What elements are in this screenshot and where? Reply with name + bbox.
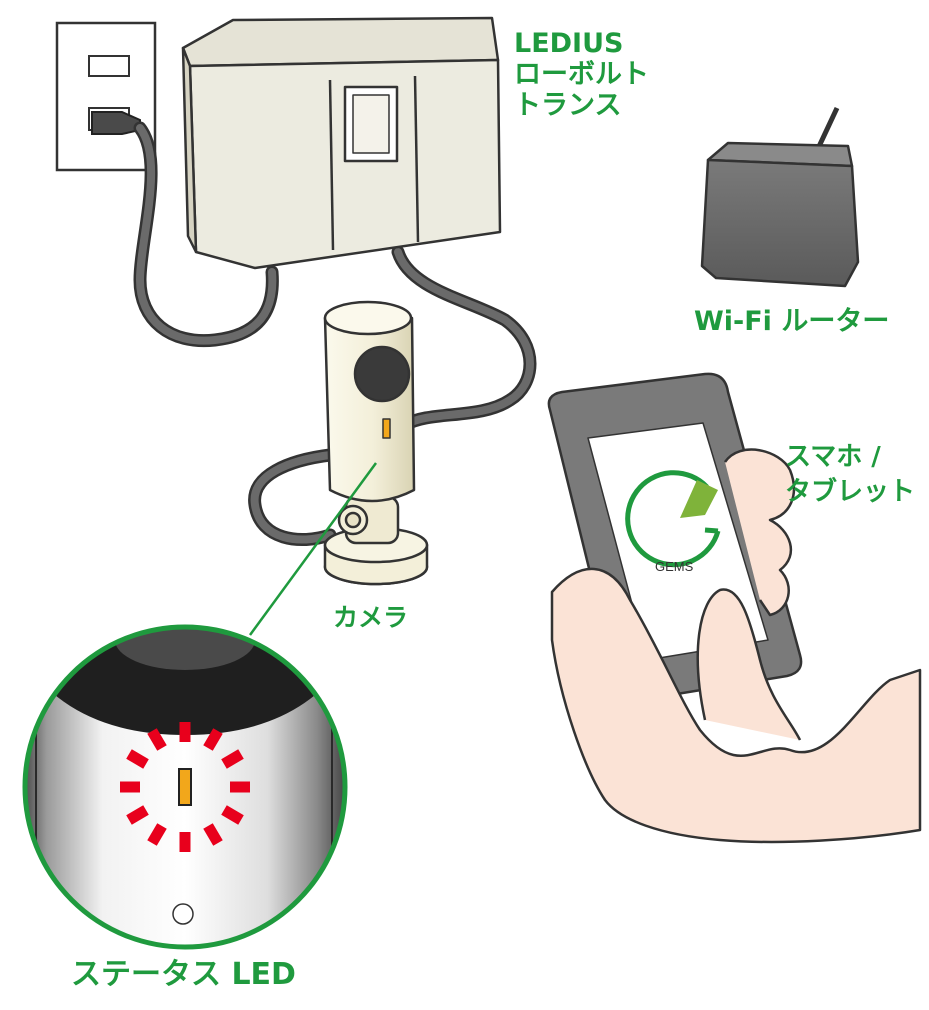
transformer-box [181, 16, 502, 270]
gems-logo-icon [625, 470, 721, 568]
zoom-connector-line [248, 462, 378, 636]
led-blink-rays [120, 722, 250, 852]
wall-outlet [55, 21, 157, 172]
reset-hole [172, 903, 194, 925]
label-status-led: ステータス LED [71, 957, 296, 992]
status-led-zoom [22, 624, 348, 950]
label-smartphone: スマホ / タブレット [785, 442, 916, 508]
camera [323, 300, 429, 586]
status-led [178, 768, 192, 806]
wifi-router [700, 106, 860, 288]
label-transformer: LEDIUS ローボルト トランス [514, 28, 649, 122]
cables [133, 121, 537, 547]
tablet-with-hands [547, 372, 922, 844]
label-wifi-router: Wi-Fi ルーター [694, 306, 890, 337]
gems-logo-text: GEMS [655, 559, 694, 574]
label-camera: カメラ [333, 603, 409, 632]
